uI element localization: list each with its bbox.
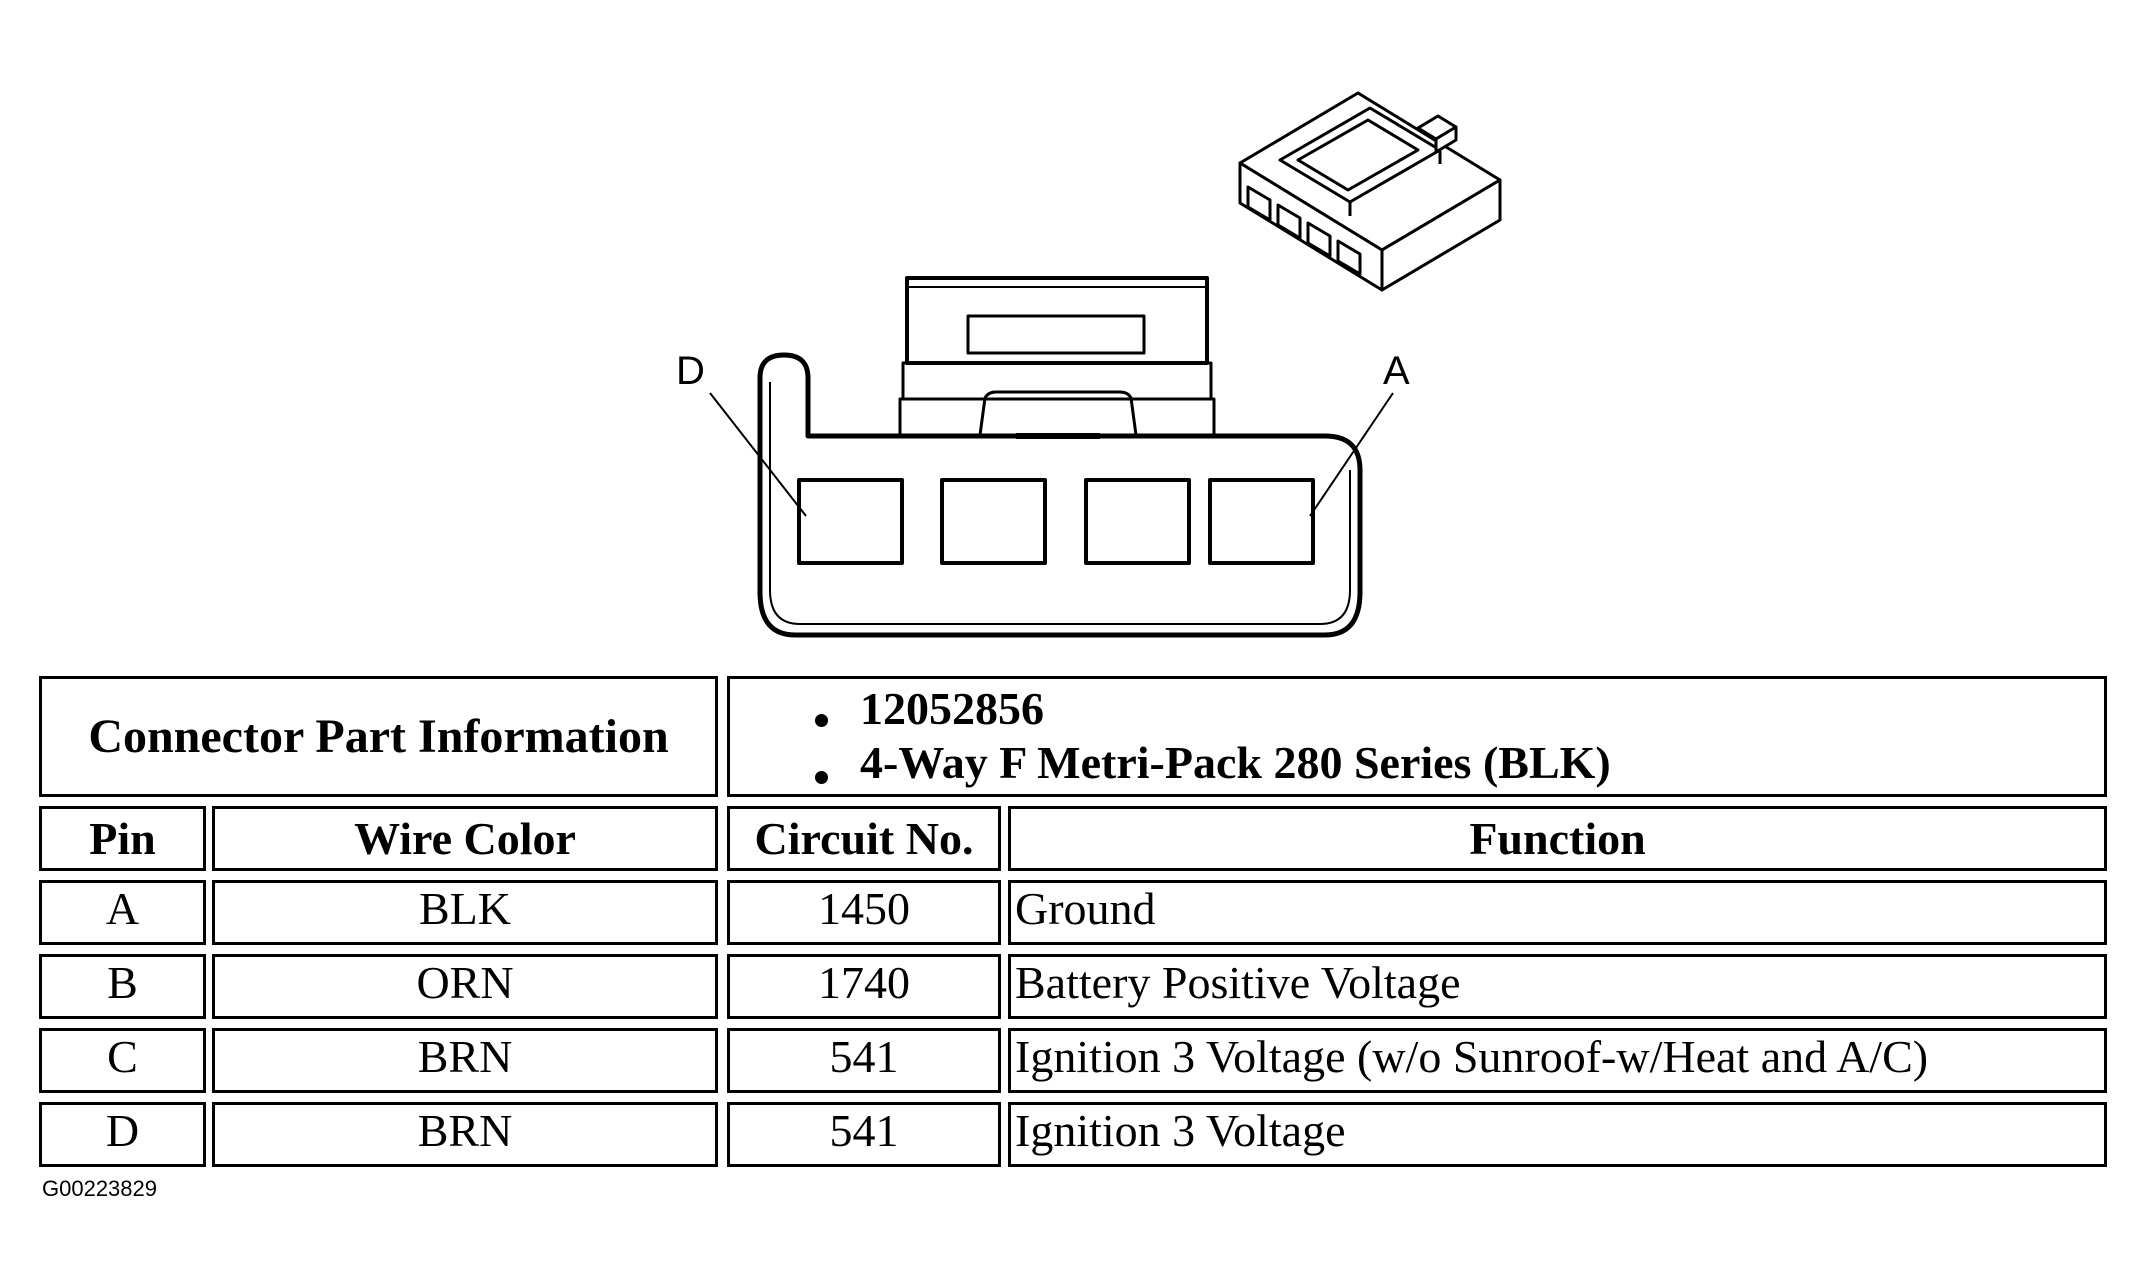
table-row-function: Ignition 3 Voltage (w/o Sunroof-w/Heat a…	[1008, 1028, 2107, 1093]
part-description: 4-Way F Metri-Pack 280 Series (BLK)	[860, 737, 1611, 788]
table-row-wire-color: BLK	[212, 880, 718, 945]
table-row-function: Ground	[1008, 880, 2107, 945]
table-row-circuit-no: 541	[727, 1102, 1001, 1167]
part-number-item: 12052856	[730, 679, 2104, 739]
connector-front-view	[709, 276, 1394, 638]
table-row-pin: D	[39, 1102, 206, 1167]
part-info-cell: 12052856 4-Way F Metri-Pack 280 Series (…	[727, 676, 2107, 797]
header-pin: Pin	[39, 806, 206, 871]
table-row-wire-color: BRN	[212, 1102, 718, 1167]
header-wire-color: Wire Color	[212, 806, 718, 871]
table-row-circuit-no: 541	[727, 1028, 1001, 1093]
table-row-function: Battery Positive Voltage	[1008, 954, 2107, 1019]
table-row-function: Ignition 3 Voltage	[1008, 1102, 2107, 1167]
bullet-icon	[815, 771, 828, 784]
table-row-circuit-no: 1450	[727, 880, 1001, 945]
table-row-pin: B	[39, 954, 206, 1019]
header-circuit-no: Circuit No.	[727, 806, 1001, 871]
pin-label-d: D	[676, 349, 705, 393]
connector-part-info-label: Connector Part Information	[88, 710, 669, 763]
part-number: 12052856	[860, 683, 1044, 734]
table-row-pin: C	[39, 1028, 206, 1093]
figure-id: G00223829	[42, 1176, 157, 1201]
connector-diagram: D A	[676, 91, 1502, 638]
pin-label-a: A	[1383, 349, 1410, 393]
table-row-circuit-no: 1740	[727, 954, 1001, 1019]
connector-part-info-label-cell: Connector Part Information	[39, 676, 718, 797]
connector-isometric-illustration	[1238, 91, 1502, 292]
table-row-pin: A	[39, 880, 206, 945]
header-function: Function	[1008, 806, 2107, 871]
table-row-wire-color: ORN	[212, 954, 718, 1019]
bullet-icon	[815, 714, 828, 727]
part-description-item: 4-Way F Metri-Pack 280 Series (BLK)	[730, 733, 2104, 793]
table-row-wire-color: BRN	[212, 1028, 718, 1093]
